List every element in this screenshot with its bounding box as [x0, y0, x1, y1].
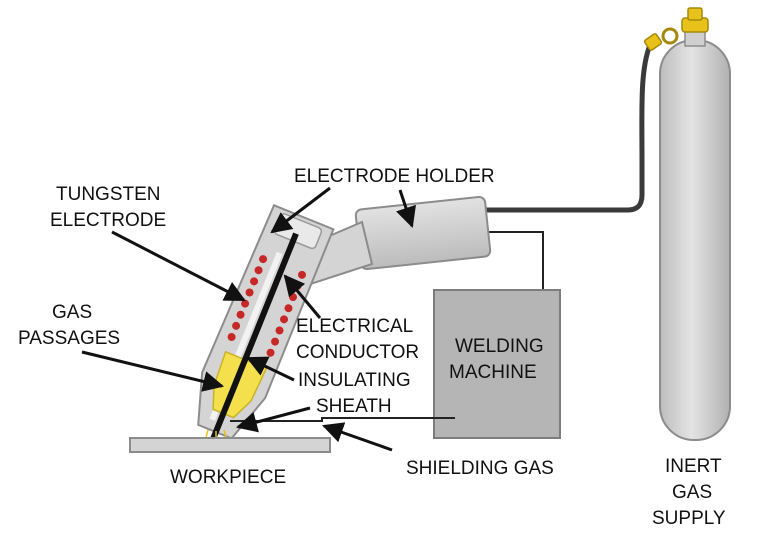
- conductor-coil-left: [227, 255, 268, 341]
- label-insulating-line1: INSULATING: [298, 370, 411, 391]
- torch-body: [197, 203, 335, 445]
- arrow-electrode-holder: [270, 186, 331, 234]
- arrow-shielding: [322, 422, 393, 452]
- label-electrical-line1: ELECTRICAL: [296, 316, 413, 337]
- arrow-gas: [81, 350, 225, 392]
- leader-arrows: [81, 186, 416, 452]
- label-electrical-line2: CONDUCTOR: [296, 342, 419, 363]
- label-inert-line3: SUPPLY: [652, 508, 726, 529]
- tungsten-electrode: [208, 232, 299, 445]
- welding-machine: [433, 289, 561, 439]
- arrow-sheath: [235, 406, 311, 433]
- ground-lead: [230, 417, 455, 422]
- label-electrode-holder: ELECTRODE HOLDER: [294, 166, 495, 187]
- gas-cylinder: [659, 29, 731, 441]
- label-tungsten-line2: ELECTRODE: [50, 210, 166, 231]
- label-insulating-line2: SHEATH: [316, 396, 392, 417]
- label-shielding-gas: SHIELDING GAS: [406, 458, 554, 479]
- label-workpiece: WORKPIECE: [170, 467, 286, 488]
- arrow-electrical: [283, 274, 322, 319]
- torch-handle: [276, 195, 492, 292]
- arrow-tungsten: [111, 230, 246, 302]
- label-gas-line1: GAS: [52, 302, 92, 323]
- label-gas-line2: PASSAGES: [18, 328, 120, 349]
- label-welding-line2: MACHINE: [449, 362, 537, 383]
- label-inert-line2: GAS: [672, 482, 712, 503]
- workpiece-plate: [129, 437, 331, 453]
- label-inert-line1: INERT: [665, 456, 722, 477]
- arrow-insulating: [246, 356, 295, 382]
- valve-icon: [643, 7, 709, 51]
- gas-hose: [477, 42, 653, 213]
- arrow-handle: [396, 189, 416, 228]
- label-welding-line1: WELDING: [455, 336, 544, 357]
- label-tungsten-line1: TUNGSTEN: [56, 184, 161, 205]
- power-cable: [470, 231, 544, 305]
